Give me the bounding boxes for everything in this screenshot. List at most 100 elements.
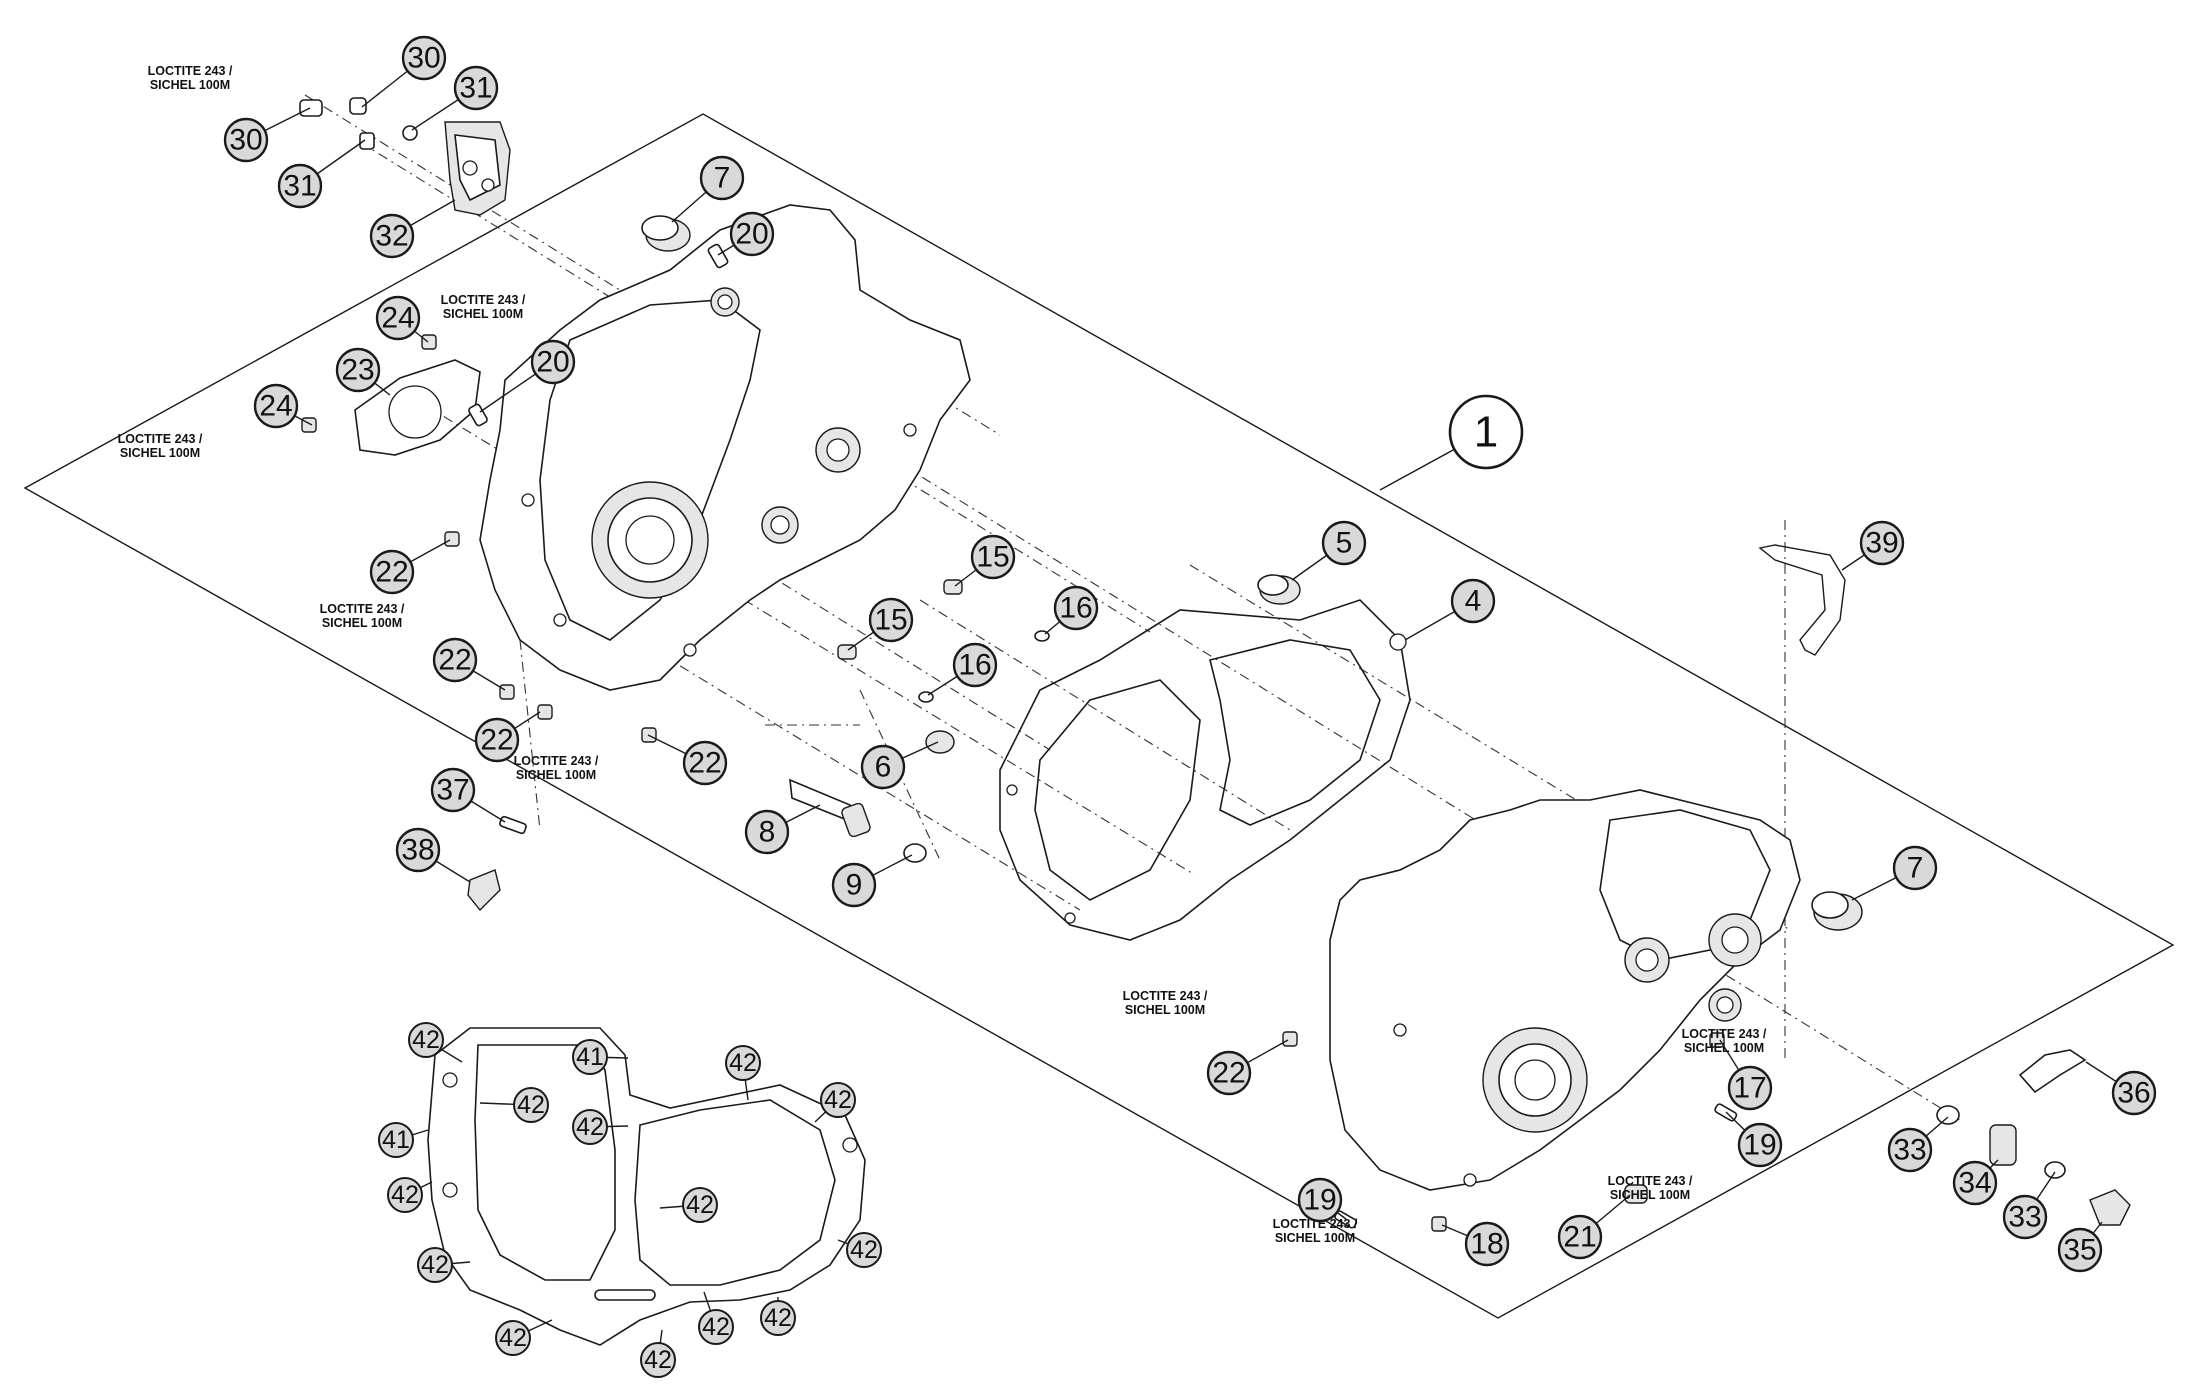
loctite-note: LOCTITE 243 /SICHEL 100M (1273, 1217, 1358, 1245)
callout-part-30-circle (401, 35, 447, 81)
loctite-note-line: LOCTITE 243 / (148, 64, 233, 78)
bushing-7-top (641, 215, 691, 252)
callout-gasket-42-circle (495, 1320, 531, 1356)
loctite-note-line: SICHEL 100M (443, 307, 523, 321)
callout-part-15-circle (868, 597, 914, 643)
callout-part-15: 15 (970, 534, 1016, 580)
callout-part-16-label: 16 (1059, 592, 1092, 625)
callout-gasket-42-circle (682, 1187, 718, 1223)
callout-part-17-circle (1727, 1065, 1773, 1111)
callout-part-30: 30 (223, 117, 269, 163)
callout-part-6-label: 6 (875, 751, 892, 784)
callout-part-4-label: 4 (1465, 585, 1482, 618)
callout-part-34: 34 (1952, 1160, 1998, 1206)
callout-part-20-circle (729, 211, 775, 257)
callout-part-16-circle (952, 642, 998, 688)
callout-gasket-42-label: 42 (412, 1026, 440, 1054)
callout-part-31: 31 (277, 163, 323, 209)
loctite-note-line: SICHEL 100M (1610, 1188, 1690, 1202)
bracket-32 (444, 121, 511, 216)
loctite-note-line: SICHEL 100M (1125, 1003, 1205, 1017)
callout-part-33: 33 (2002, 1194, 2048, 1240)
callout-gasket-42-circle (387, 1177, 423, 1213)
bushing-6 (925, 730, 955, 754)
loctite-note-line: SICHEL 100M (516, 768, 596, 782)
callout-gasket-42-label: 42 (499, 1324, 527, 1352)
callout-gasket-42: 42 (408, 1022, 444, 1058)
callout-gasket-42-label: 42 (702, 1313, 730, 1341)
callout-gasket-42: 42 (495, 1320, 531, 1356)
loctite-note: LOCTITE 243 /SICHEL 100M (514, 754, 599, 782)
callout-part-24-label: 24 (259, 390, 292, 423)
callout-part-18-circle (1464, 1221, 1510, 1267)
callout-part-18: 18 (1464, 1221, 1510, 1267)
callout-gasket-41-circle (572, 1039, 608, 1075)
callout-part-33: 33 (1887, 1127, 1933, 1173)
callout-part-30-label: 30 (407, 42, 440, 75)
screw-8 (789, 778, 871, 838)
left-crankcase-half (479, 204, 971, 691)
callout-part-33-circle (2002, 1194, 2048, 1240)
screw-24-a (421, 334, 437, 350)
callout-part-22: 22 (369, 549, 415, 595)
callout-gasket-42-label: 42 (576, 1113, 604, 1141)
callout-gasket-42: 42 (387, 1177, 423, 1213)
loctite-note-line: LOCTITE 243 / (1273, 1217, 1358, 1231)
callout-part-22-label: 22 (1212, 1057, 1245, 1090)
callout-part-35-label: 35 (2063, 1234, 2096, 1267)
callout-part-20-label: 20 (735, 218, 768, 251)
callout-part-16: 16 (1053, 585, 1099, 631)
loctite-note-line: LOCTITE 243 / (514, 754, 599, 768)
callout-part-32-label: 32 (375, 220, 408, 253)
callout-part-35-circle (2057, 1227, 2103, 1273)
callout-part-17-label: 17 (1733, 1072, 1766, 1105)
callout-gasket-42-circle (846, 1232, 882, 1268)
callout-gasket-42-label: 42 (824, 1086, 852, 1114)
callout-part-5-circle (1321, 520, 1367, 566)
callout-gasket-42: 42 (417, 1247, 453, 1283)
callout-part-22: 22 (432, 637, 478, 683)
callout-gasket-42-circle (572, 1109, 608, 1145)
callout-part-37-label: 37 (436, 774, 469, 807)
callout-part-39: 39 (1859, 520, 1905, 566)
callout-part-32: 32 (369, 213, 415, 259)
callout-gasket-42: 42 (820, 1082, 856, 1118)
callout-gasket-42-circle (408, 1022, 444, 1058)
callout-part-8-label: 8 (759, 816, 776, 849)
callout-part-9: 9 (831, 862, 877, 908)
callout-part-19-circle (1737, 1122, 1783, 1168)
callout-part-20: 20 (530, 339, 576, 385)
callout-part-19-circle (1297, 1177, 1343, 1223)
callout-gasket-42-label: 42 (421, 1251, 449, 1279)
callout-part-30-label: 30 (229, 124, 262, 157)
callout-part-19-label: 19 (1303, 1184, 1336, 1217)
callout-gasket-42: 42 (846, 1232, 882, 1268)
loctite-note: LOCTITE 243 /SICHEL 100M (148, 64, 233, 92)
callout-part-30-circle (223, 117, 269, 163)
callout-part-37-circle (430, 767, 476, 813)
callout-gasket-42-label: 42 (850, 1236, 878, 1264)
loctite-note-line: LOCTITE 243 / (441, 293, 526, 307)
callout-part-20-label: 20 (536, 346, 569, 379)
callout-part-24: 24 (375, 295, 421, 341)
callout-part-22-circle (682, 740, 728, 786)
callout-gasket-42: 42 (760, 1300, 796, 1336)
loctite-note-line: LOCTITE 243 / (320, 602, 405, 616)
loctite-note: LOCTITE 243 /SICHEL 100M (1608, 1174, 1693, 1202)
callout-part-19: 19 (1737, 1122, 1783, 1168)
callout-assembly-circle (1448, 394, 1524, 470)
callout-part-21: 21 (1557, 1214, 1603, 1260)
callout-gasket-42-label: 42 (686, 1191, 714, 1219)
callout-part-15-label: 15 (874, 604, 907, 637)
callout-part-15-circle (970, 534, 1016, 580)
callout-part-33-label: 33 (2008, 1201, 2041, 1234)
callout-part-36: 36 (2111, 1070, 2157, 1116)
callout-part-31-label: 31 (459, 72, 492, 105)
callout-gasket-42-circle (513, 1087, 549, 1123)
screw-37-38 (467, 815, 527, 912)
callout-part-36-circle (2111, 1070, 2157, 1116)
callout-part-31: 31 (453, 65, 499, 111)
callout-part-20-circle (530, 339, 576, 385)
callout-part-22-label: 22 (438, 644, 471, 677)
